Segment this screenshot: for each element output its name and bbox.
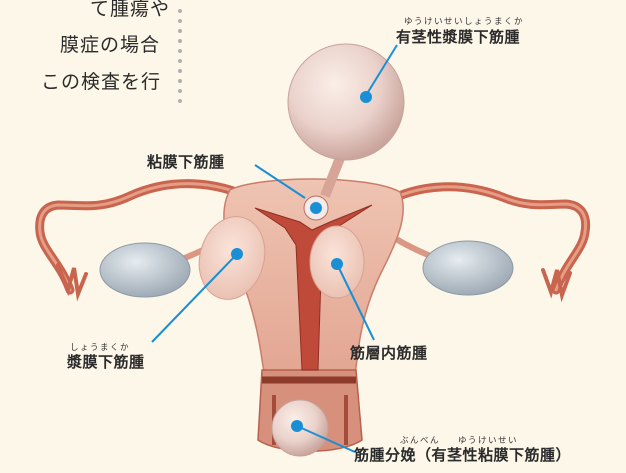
marker-subserosal xyxy=(231,248,243,260)
body-text-line2: 膜症の場合 xyxy=(60,30,160,57)
label-delivery: 筋腫分娩（有茎性粘膜下筋腫） xyxy=(354,444,571,465)
marker-submucosal xyxy=(310,202,322,214)
label-submucosal: 粘膜下筋腫 xyxy=(147,151,225,172)
body-text-line1: て腫瘍や xyxy=(90,0,170,21)
marker-pedunculated xyxy=(360,91,372,103)
label-subserosal: 漿膜下筋腫 xyxy=(67,351,145,372)
marker-intramural xyxy=(331,258,343,270)
body-text-line3: この検査を行 xyxy=(41,67,161,94)
marker-delivery xyxy=(291,420,303,432)
dotted-divider xyxy=(178,9,182,103)
label-pedunculated-subserosal: 有茎性漿膜下筋腫 xyxy=(396,26,520,47)
right-ovary xyxy=(423,241,513,295)
left-ovary xyxy=(100,243,190,297)
label-intramural: 筋層内筋腫 xyxy=(350,342,428,363)
